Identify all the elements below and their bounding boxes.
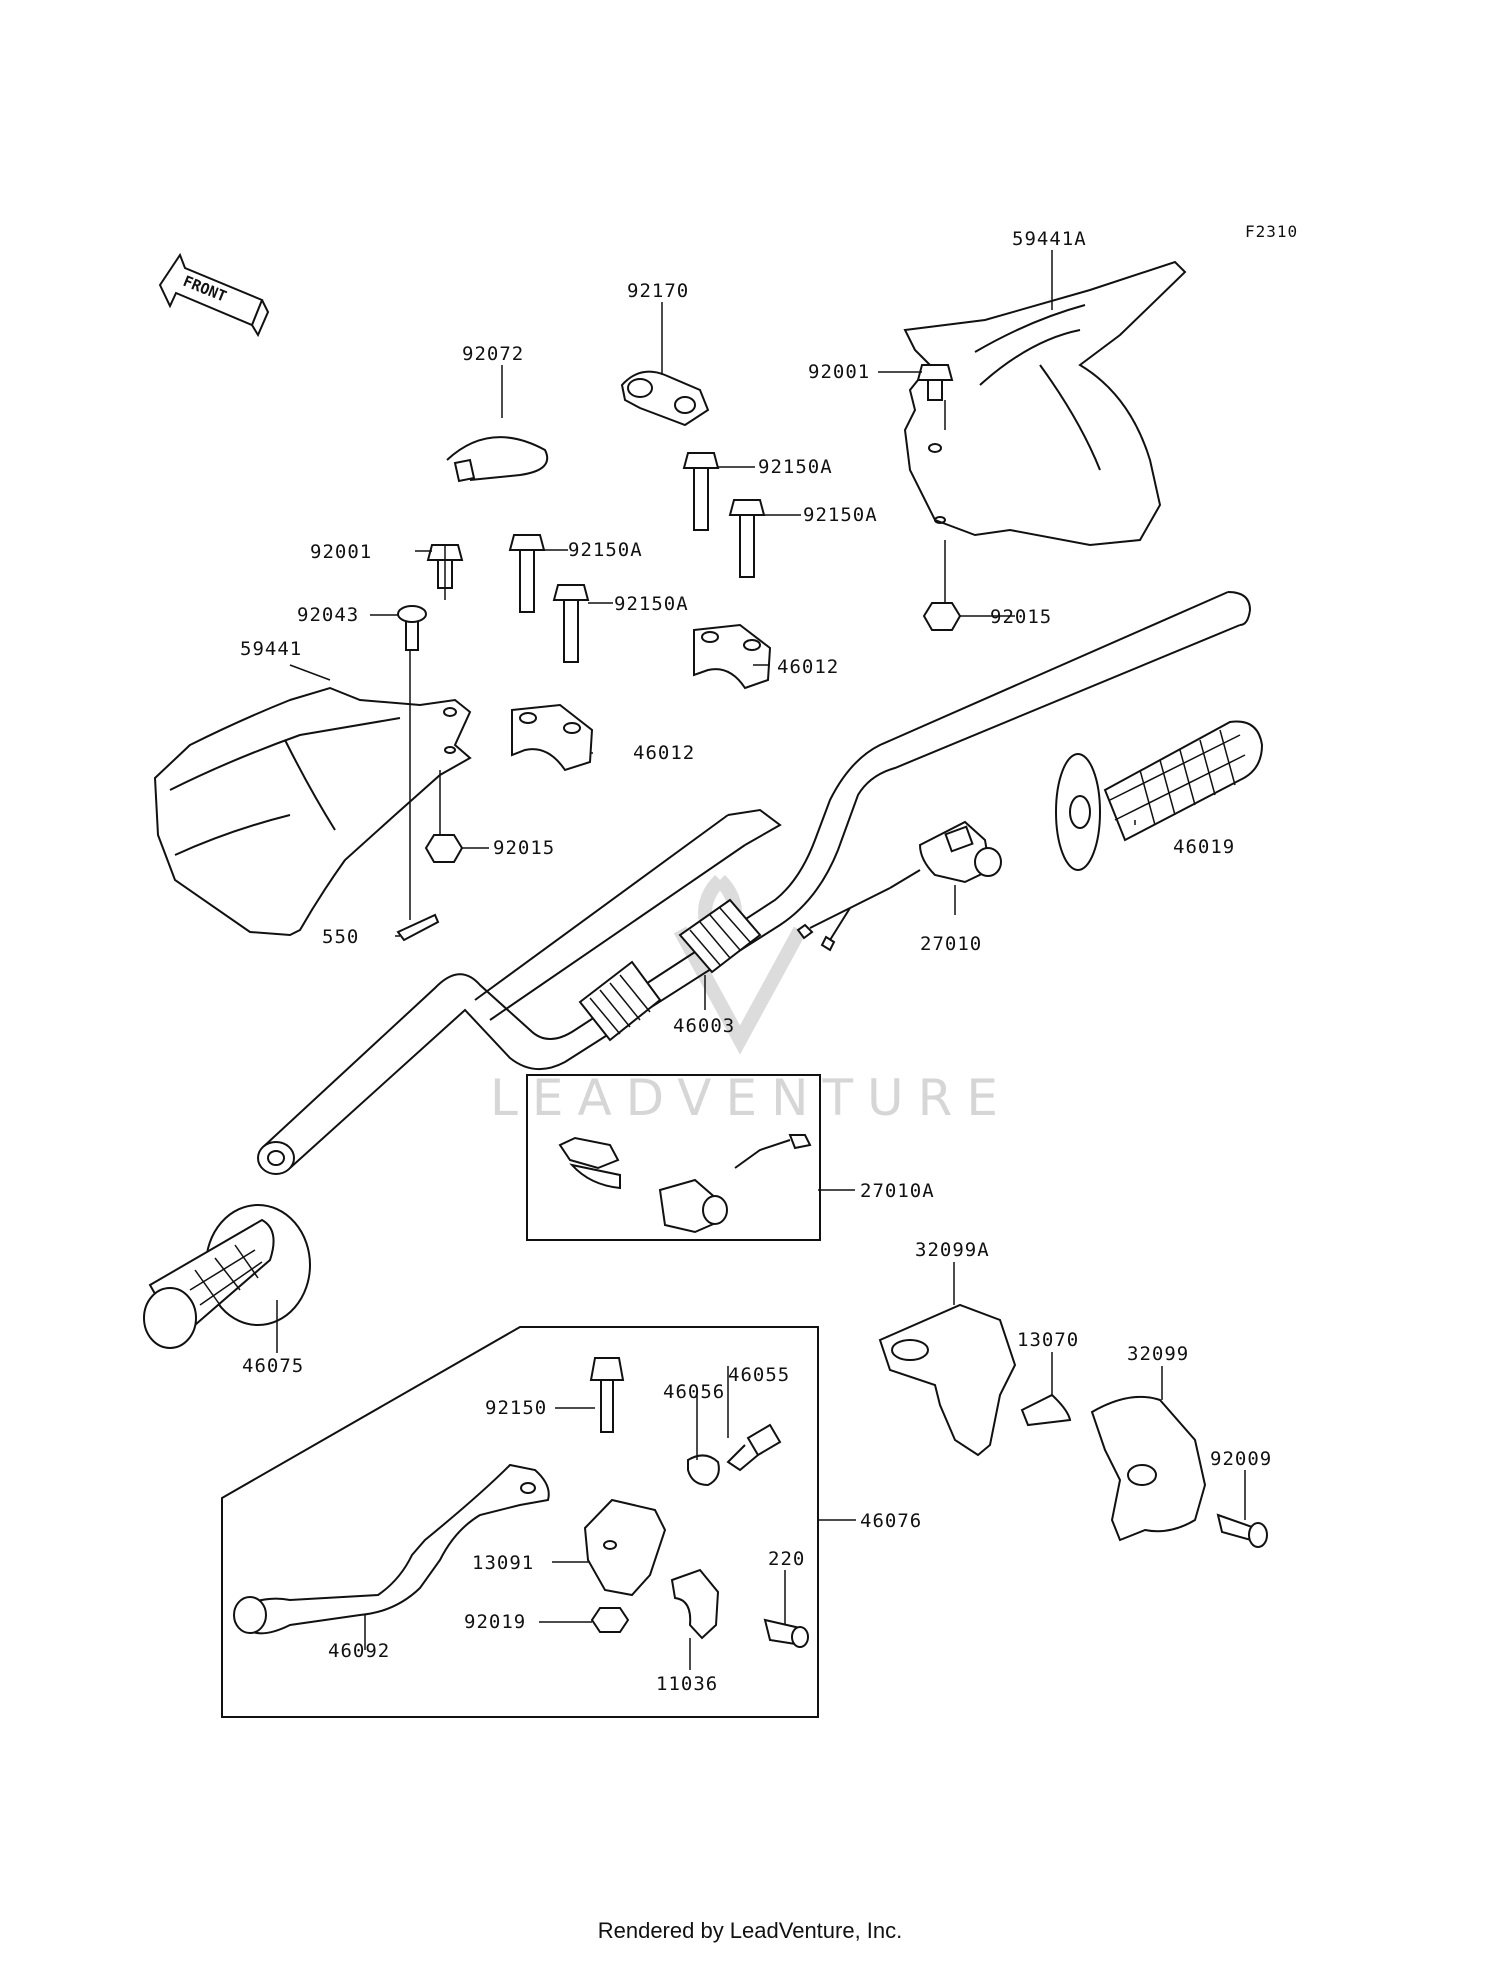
label-13070: 13070 [1017,1329,1079,1351]
label-46019: 46019 [1173,836,1235,858]
figure-code: F2310 [1245,222,1298,241]
bar-clamp-46012-right-icon [693,623,772,690]
label-46012-left: 46012 [633,742,695,764]
label-92150A-4: 92150A [614,593,689,615]
watermark-text: LEADVENTURE [490,1069,1012,1127]
bolt-92150A-2-icon [728,499,766,578]
label-92015-right: 92015 [990,606,1052,628]
screw-92009-icon [1216,1513,1268,1548]
front-arrow-icon: FRONT [158,252,270,338]
label-46012-right: 46012 [777,656,839,678]
label-92150A-3: 92150A [568,539,643,561]
footer-credit: Rendered by LeadVenture, Inc. [597,1918,903,1943]
label-92150A-1: 92150A [758,456,833,478]
bolt-92150A-4-icon [552,584,590,663]
clamp-92170-icon [620,370,710,427]
nut-92015-right-icon [922,602,962,631]
label-220: 220 [768,1548,805,1570]
cotter-pin-550-icon [396,913,440,942]
label-46003: 46003 [673,1015,735,1037]
switch-kit-27010A [526,1074,821,1241]
bolt-92150A-1-icon [682,452,720,531]
hand-guard-left [153,686,472,937]
nut-92015-left-icon [424,834,464,863]
grip-46075-icon [143,1204,311,1349]
bolt-92001-right-icon [916,364,954,401]
label-46075: 46075 [242,1355,304,1377]
label-32099A: 32099A [915,1239,990,1261]
label-92015-left: 92015 [493,837,555,859]
label-59441: 59441 [240,638,302,660]
label-550: 550 [322,926,359,948]
handlebar [257,591,1252,1175]
pin-92043-icon [397,605,427,651]
insert-13070-icon [1020,1393,1072,1427]
leader-lines [276,250,1246,1670]
part-labels: 59441A 92170 92072 92001 92150A 92150A 9… [240,228,1272,1695]
hand-guard-right [903,260,1187,547]
lever-assembly-46076 [221,1326,819,1718]
label-27010: 27010 [920,933,982,955]
label-92001-right: 92001 [808,361,870,383]
label-92019: 92019 [464,1611,526,1633]
label-46092: 46092 [328,1640,390,1662]
label-92150: 92150 [485,1397,547,1419]
label-92072: 92072 [462,343,524,365]
label-13091: 13091 [472,1552,534,1574]
cable-tie-92072-icon [446,436,549,483]
bolt-92150A-3-icon [508,534,546,613]
label-92170: 92170 [627,280,689,302]
label-92150A-2: 92150A [803,504,878,526]
label-27010A: 27010A [860,1180,935,1202]
label-92001-left: 92001 [310,541,372,563]
label-59441A: 59441A [1012,228,1087,250]
label-32099: 32099 [1127,1343,1189,1365]
housing-32099A-icon [878,1303,1017,1457]
label-46055: 46055 [728,1364,790,1386]
label-11036: 11036 [656,1673,718,1695]
housing-32099-icon [1090,1395,1207,1542]
bar-clamp-46012-left-icon [511,703,594,772]
label-92009: 92009 [1210,1448,1272,1470]
switch-27010-icon [796,820,1002,952]
label-46056: 46056 [663,1381,725,1403]
label-92043: 92043 [297,604,359,626]
label-46076: 46076 [860,1510,922,1532]
grip-46019-icon [1055,720,1264,871]
